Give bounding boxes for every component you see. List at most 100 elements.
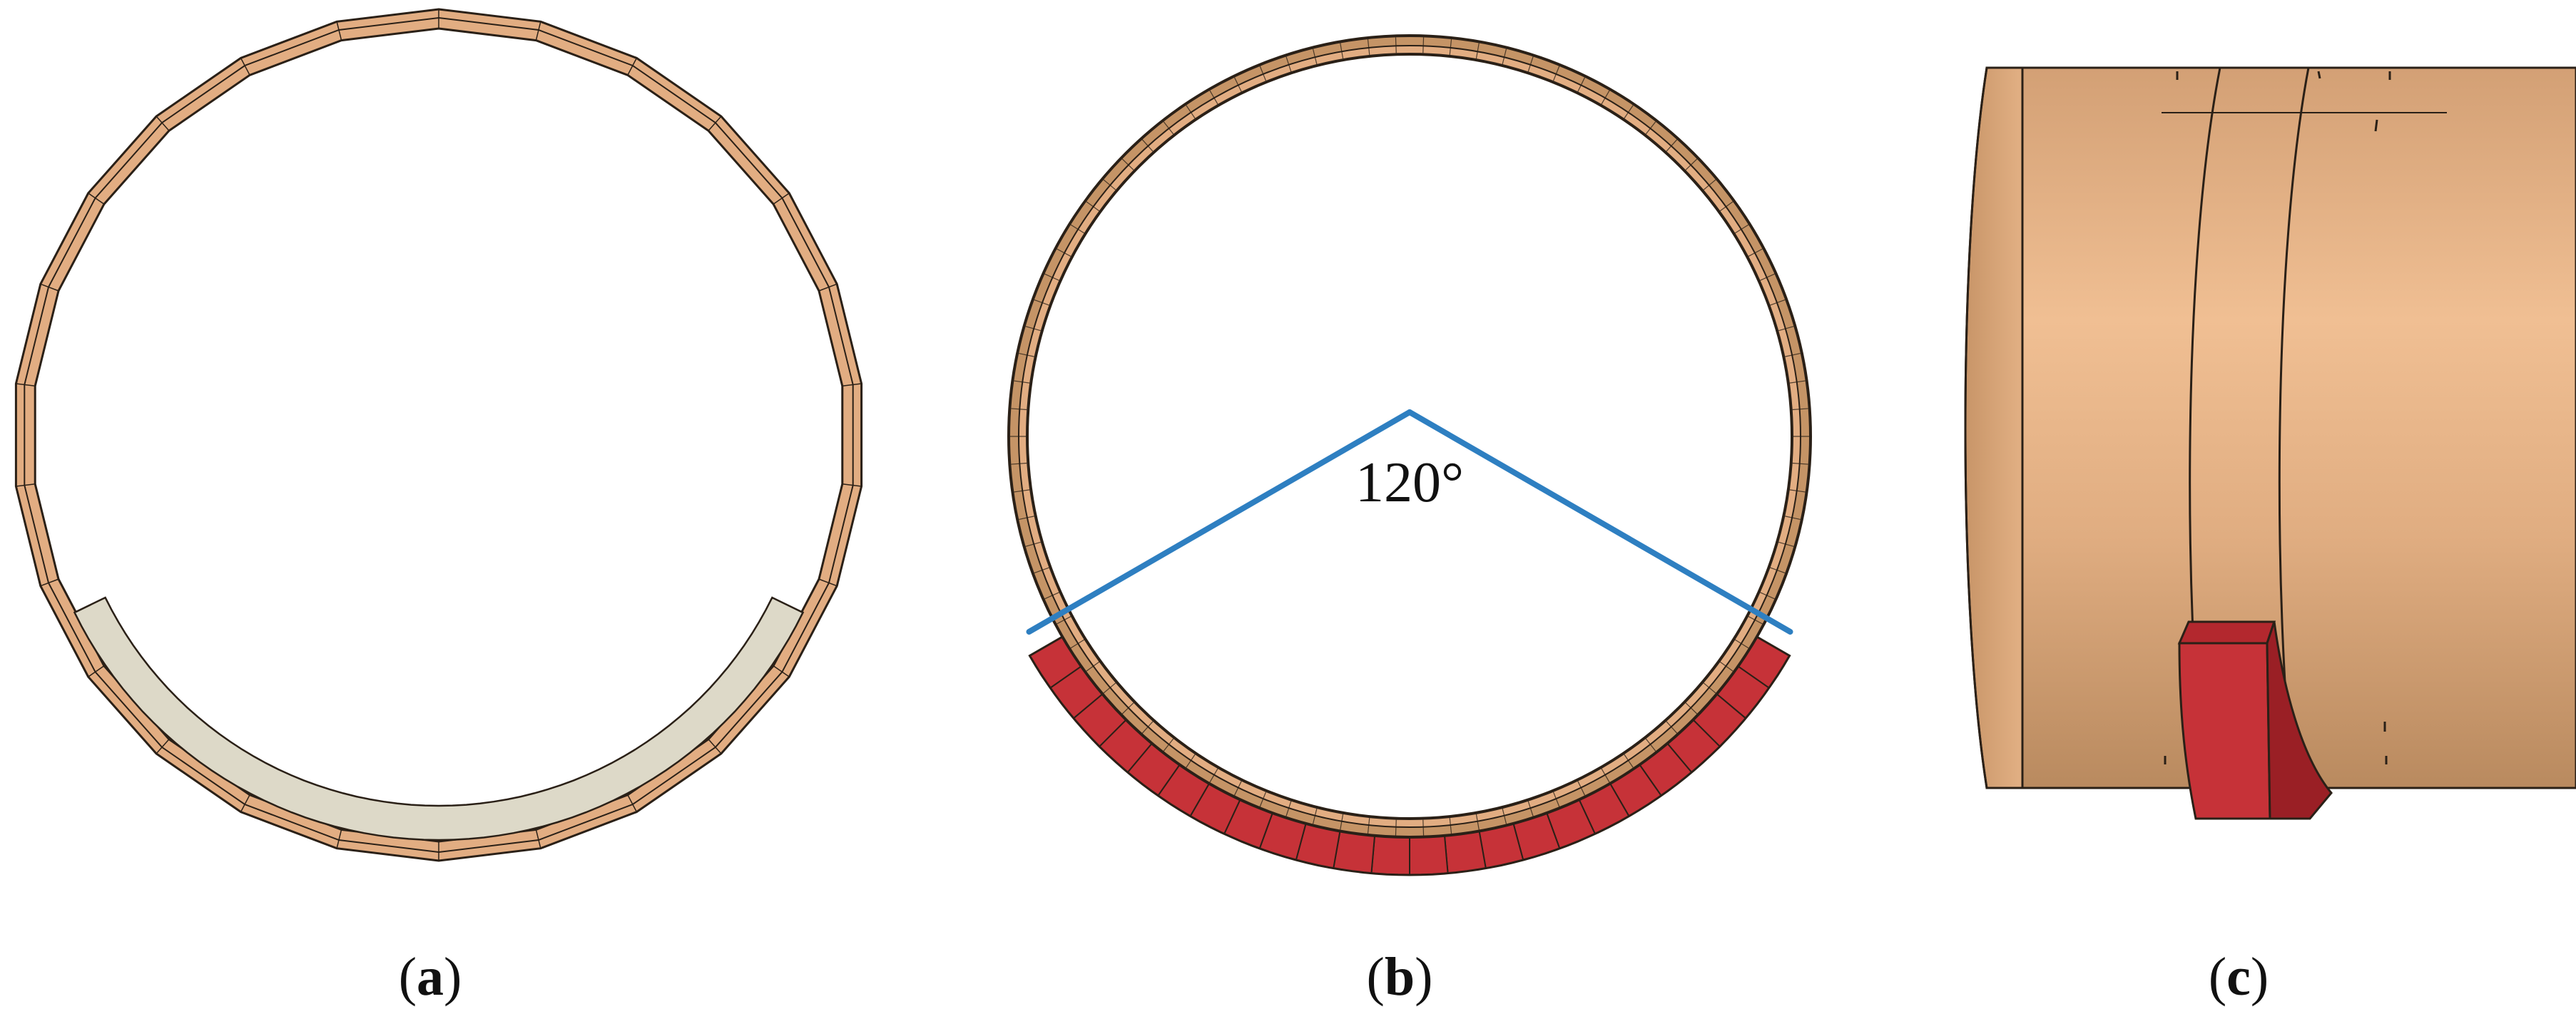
ring-b-hatch xyxy=(1025,326,1042,332)
surface-mark xyxy=(2374,119,2378,132)
ring-b-hatch xyxy=(1209,768,1218,783)
ring-a-facet-line xyxy=(535,21,541,41)
ring-b-hatch xyxy=(1475,814,1480,830)
ring-b-hatch xyxy=(1552,792,1560,807)
ring-b-hatch xyxy=(1011,408,1027,411)
ring-b-hatch xyxy=(1186,105,1196,119)
ring-b-hatch xyxy=(1014,380,1030,384)
ring-b-hatch xyxy=(1011,462,1027,465)
ring-b-hatch xyxy=(1019,352,1034,357)
ring-b-hatch xyxy=(1449,817,1452,834)
support-segment xyxy=(1409,833,1449,876)
ring-b-hatch xyxy=(1792,462,1808,465)
ring-b-hatch xyxy=(1703,682,1716,694)
ring-b xyxy=(1007,34,1812,839)
ring-a-facet-line xyxy=(336,829,342,849)
ring-b-hatch xyxy=(1785,352,1801,357)
ring-b-hatch xyxy=(1760,273,1775,281)
ring-b-hatch xyxy=(1734,224,1749,234)
ring-b-hatch xyxy=(1552,66,1560,81)
caption-b: (b) xyxy=(1366,947,1433,1007)
saddle-support xyxy=(2177,620,2333,820)
ring-b-hatch xyxy=(1685,158,1698,170)
ring-b-hatch xyxy=(1395,819,1397,836)
ring-b-hatch xyxy=(1719,201,1734,212)
ring-b-hatch xyxy=(1070,639,1085,649)
ring-b-hatch xyxy=(1163,738,1174,752)
ring-a-facet-line xyxy=(627,58,638,76)
ring-b-hatch xyxy=(1577,781,1586,796)
ring-b-hatch xyxy=(1186,754,1196,768)
saddle-side xyxy=(2266,621,2333,820)
ring-a-facet-line xyxy=(708,116,722,131)
panel-c-side-view xyxy=(1964,66,2576,820)
ring-b-hatch xyxy=(1778,541,1794,547)
ring-b-hatch xyxy=(1778,326,1794,332)
ring-b-hatch xyxy=(1624,105,1634,119)
angle-line-left xyxy=(1026,409,1412,635)
saddle-front xyxy=(2178,642,2271,820)
caption-a: (a) xyxy=(398,947,462,1007)
ring-b-hatch xyxy=(1789,489,1806,493)
ring-b-hatch xyxy=(1057,248,1071,257)
ring-b-hatch xyxy=(1685,702,1698,715)
ring-b-hatch xyxy=(1760,592,1775,600)
ring-b-hatch xyxy=(1209,90,1218,105)
ring-a-facet-line xyxy=(240,58,250,76)
ring-b-hatch xyxy=(1034,567,1049,574)
ring-b-hatch xyxy=(1624,754,1634,768)
ring-b-hatch xyxy=(1141,721,1154,734)
ring-b-hatch xyxy=(1770,567,1786,574)
ring-a-facet-line xyxy=(16,483,36,487)
ring-b-hatch xyxy=(1748,616,1763,625)
ring-b-hatch xyxy=(1286,801,1292,816)
angle-label: 120° xyxy=(1355,451,1464,514)
ring-a-facet-line xyxy=(156,739,170,754)
ring-a-facet-line xyxy=(773,193,790,205)
ring-b-hatch xyxy=(1014,489,1030,493)
ring-a-facet-line xyxy=(842,383,862,387)
ring-a-facet-line xyxy=(818,578,838,587)
ring-a-facet-line xyxy=(16,383,36,387)
ring-a-facet-line xyxy=(627,794,638,812)
inner-liner-a xyxy=(73,596,805,841)
ring-b-hatch xyxy=(1666,139,1678,152)
ring-b-hatch xyxy=(1340,43,1344,59)
ring-a-band xyxy=(14,8,863,862)
ring-a-facet-line xyxy=(842,483,862,487)
ring-b-hatch xyxy=(1044,273,1059,281)
ring-a-facet-line xyxy=(336,21,342,41)
ring-b-inner xyxy=(1026,53,1793,820)
caption-c: (c) xyxy=(2208,947,2269,1007)
ring-b-hatch xyxy=(1121,158,1134,170)
ring-b-hatch xyxy=(1666,721,1678,734)
ring-b-hatch xyxy=(1645,738,1656,752)
ring-b-hatch xyxy=(1259,792,1267,807)
surface-mark xyxy=(2317,71,2321,79)
ring-a-facet-line xyxy=(156,116,170,131)
ring-a-facet-line xyxy=(240,794,250,812)
ring-b-hatch xyxy=(1789,380,1806,384)
ring-b-hatch xyxy=(1422,37,1425,53)
ring-b-hatch xyxy=(1070,224,1085,234)
ring-b-hatch xyxy=(1502,48,1507,65)
ring-b-hatch xyxy=(1367,39,1370,56)
ring-b-hatch xyxy=(1312,48,1318,65)
ring-a-facet-line xyxy=(818,283,838,292)
ring-b-hatch xyxy=(1121,702,1134,715)
ring-b-hatch xyxy=(1259,66,1267,81)
ring-a-facet-line xyxy=(773,665,790,677)
ring-b-hatch xyxy=(1034,299,1049,306)
ring-b-hatch xyxy=(1395,37,1397,53)
ring-b-hatch xyxy=(1645,121,1656,135)
ring-b-hatch xyxy=(1785,516,1801,521)
ring-a-facet-line xyxy=(40,283,59,292)
panel-a-ring-lined xyxy=(14,8,863,862)
ring-b-hatch xyxy=(1057,616,1071,625)
ring-b-hatch xyxy=(1527,801,1534,816)
ring-b-hatch xyxy=(1163,121,1174,135)
ring-b-hatch xyxy=(1748,248,1763,257)
ring-b-hatch xyxy=(1141,139,1154,152)
ring-b-hatch xyxy=(1233,781,1242,796)
